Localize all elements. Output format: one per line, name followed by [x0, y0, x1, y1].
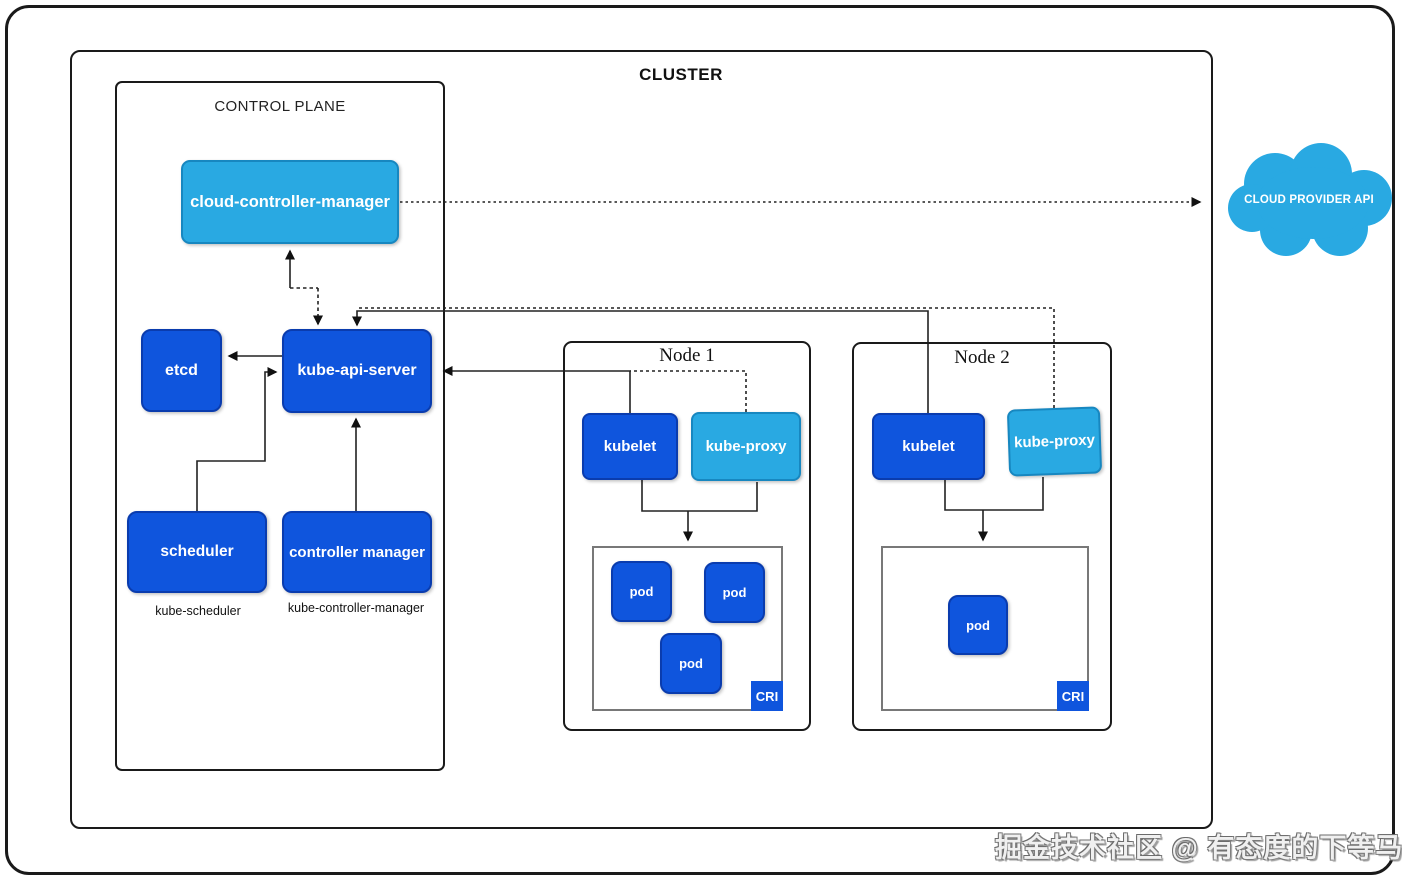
node1-title: Node 1	[659, 345, 715, 366]
outer-frame	[5, 5, 1395, 875]
node1-pod: pod	[611, 561, 672, 622]
node1-kube-proxy-box: kube-proxy	[691, 412, 801, 481]
cluster-title: CLUSTER	[639, 65, 723, 84]
node1-cri-badge: CRI	[751, 681, 783, 711]
node2-kube-proxy-box: kube-proxy	[1006, 406, 1103, 477]
etcd-box: etcd	[141, 329, 222, 412]
kube-scheduler-caption: kube-scheduler	[155, 604, 241, 618]
pod-label: pod	[629, 584, 654, 599]
controller-manager-label: controller manager	[289, 543, 425, 561]
kube-api-server-box: kube-api-server	[282, 329, 432, 413]
node2-kubelet-label: kubelet	[902, 438, 955, 455]
node2-kubelet-box: kubelet	[872, 413, 985, 480]
node2-cri-badge: CRI	[1057, 681, 1089, 711]
node2-kube-proxy-label: kube-proxy	[1013, 431, 1096, 452]
node1-kube-proxy-label: kube-proxy	[705, 438, 787, 455]
node2-pod: pod	[948, 595, 1008, 655]
pod-label: pod	[679, 656, 703, 671]
cloud-provider-api-label: CLOUD PROVIDER API	[1244, 194, 1374, 206]
node1-kubelet-box: kubelet	[582, 413, 678, 480]
cloud-controller-manager-label: cloud-controller-manager	[190, 192, 390, 211]
controller-manager-box: controller manager	[282, 511, 432, 593]
node1-kubelet-label: kubelet	[603, 438, 657, 455]
cloud-controller-manager-box: cloud-controller-manager	[181, 160, 399, 244]
node1-pod: pod	[660, 633, 722, 694]
node1-pod: pod	[704, 562, 765, 623]
control-plane-title: CONTROL PLANE	[214, 98, 346, 115]
etcd-label: etcd	[165, 361, 198, 379]
watermark-text: 掘金技术社区 @ 有态度的下等马	[995, 833, 1402, 863]
kube-api-server-label: kube-api-server	[297, 362, 417, 379]
node2-title: Node 2	[954, 347, 1010, 368]
kube-controller-manager-caption: kube-controller-manager	[287, 601, 425, 615]
cloud-shape-icon	[1228, 143, 1392, 256]
scheduler-box: scheduler	[127, 511, 267, 593]
pod-label: pod	[966, 617, 990, 633]
scheduler-label: scheduler	[160, 543, 234, 560]
pod-label: pod	[722, 585, 747, 600]
